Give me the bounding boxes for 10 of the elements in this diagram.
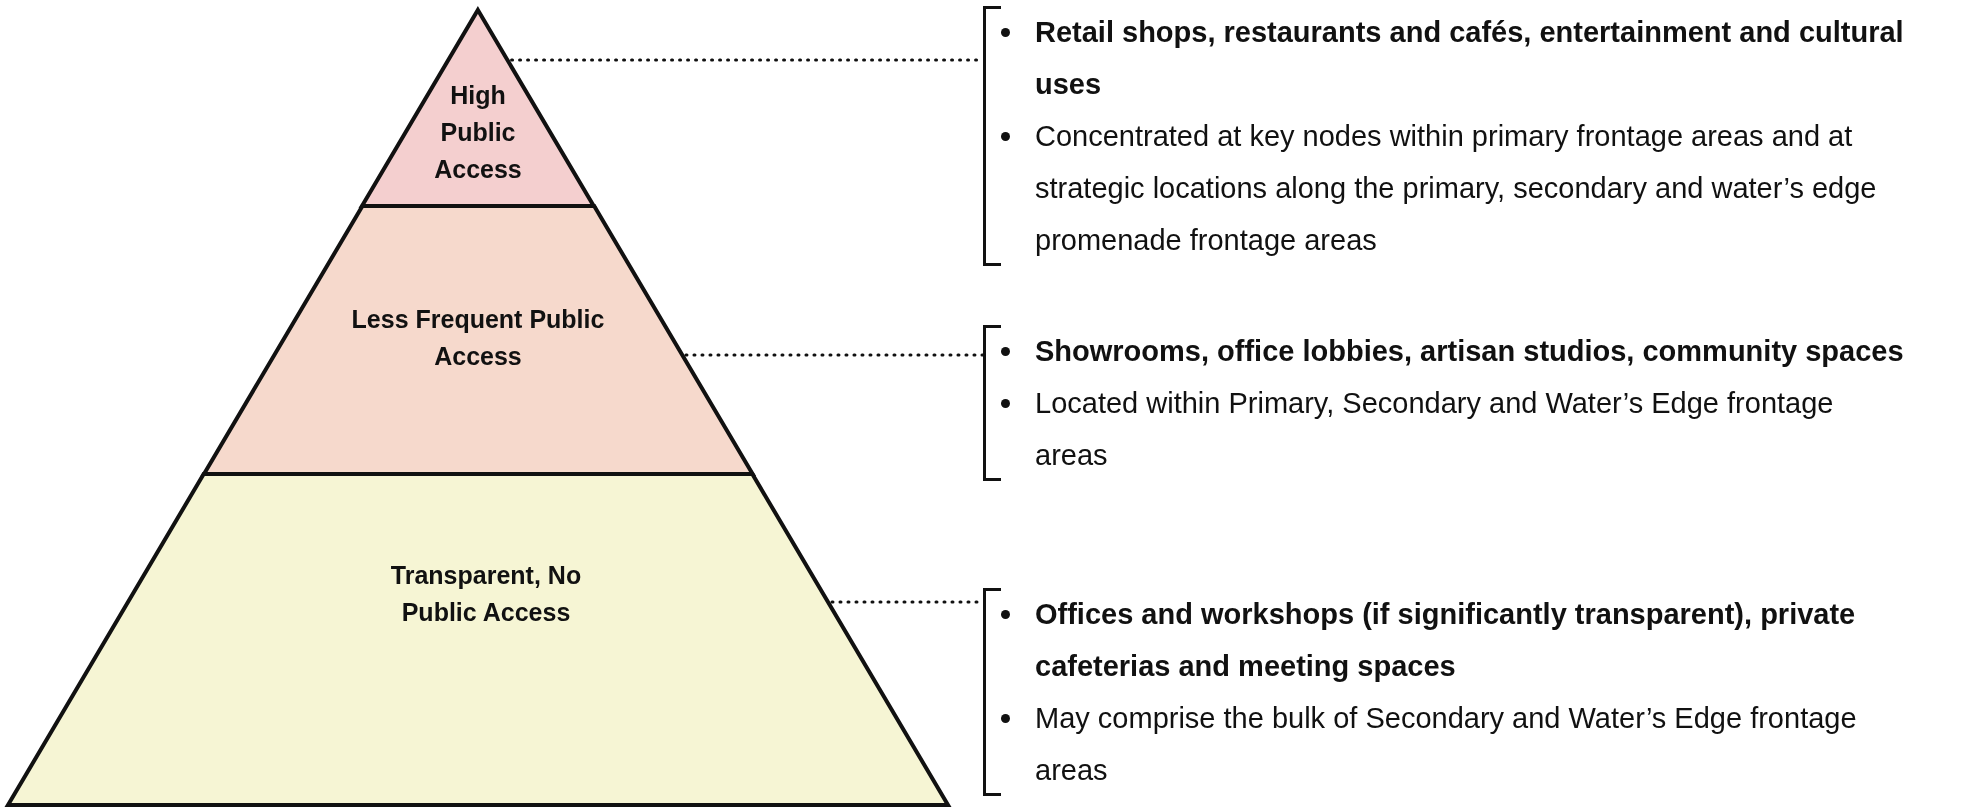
bullet-text: Located within Primary, Secondary and Water’s Edge frontage areas [1035,387,1834,471]
tier-label: Less Frequent Public Access [350,304,606,372]
bullet-heading: Offices and workshops (if significantly transparent), private cafeterias and meeting spaces [1035,598,1856,682]
tier-label: Transparent, No Public Access [389,560,583,628]
bullet-text: May comprise the bulk of Secondary and Water’s Edge frontage areas [1035,702,1857,786]
bullet-heading: Retail shops, restaurants and cafés, entertainment and cultural uses [1035,16,1904,100]
bullet-text: Concentrated at key nodes within primary frontage areas and at strategic locations along the primary, secondary and water’s edge promenade frontage areas [1035,120,1877,256]
leader-line [684,353,985,357]
tier-label: High Public Access [433,79,523,185]
bullet-heading: Showrooms, office lobbies, artisan studios, community spaces [1035,335,1904,367]
